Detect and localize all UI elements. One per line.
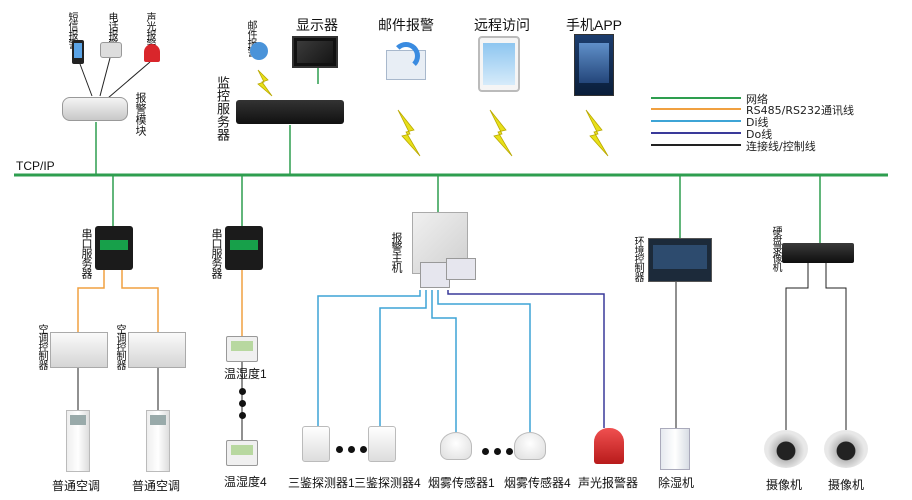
network-label: TCP/IP [16, 159, 55, 173]
ac-controller-2-device [128, 332, 186, 368]
remote-access-label: 远程访问 [474, 17, 530, 33]
camera-1-label: 摄像机 [766, 478, 803, 492]
th-sensor-4-icon [226, 440, 258, 466]
mobile-phone-icon [72, 40, 84, 64]
serial-server-2-label: 串口服务器 [210, 228, 222, 278]
pir-detector-4-label: 三鉴探测器4 [354, 476, 421, 490]
air-conditioner-2-label: 普通空调 [132, 479, 181, 493]
dome-camera-1-icon [764, 430, 808, 468]
ac-controller-1-device [50, 332, 108, 368]
dvr-label: 硬盘录像机 [770, 226, 781, 271]
legend-di-line [651, 120, 741, 122]
alarm-module-label: 报警模块 [134, 92, 146, 136]
air-conditioner-1-label: 普通空调 [52, 479, 101, 493]
siren-alarm-icon [594, 428, 624, 464]
th-sensor-4-label: 温湿度4 [224, 475, 267, 489]
legend-network-label: 网络 [746, 93, 768, 106]
alarm-keypad-icon [446, 258, 476, 280]
smoke-sensor-4-label: 烟雾传感器4 [504, 476, 571, 490]
display-label: 显示器 [296, 17, 338, 33]
ellipsis-dot [348, 446, 355, 453]
legend-control-line [651, 144, 741, 146]
dvr-device [782, 243, 854, 263]
serial-server-2-device [225, 226, 263, 270]
serial-server-1-label: 串口服务器 [80, 228, 92, 278]
tablet-icon [478, 36, 520, 92]
serial-server-1-device [95, 226, 133, 270]
ellipsis-dot [239, 400, 246, 407]
ac-controller-1-label: 空调控制器 [36, 324, 47, 369]
air-conditioner-2-icon [146, 410, 170, 472]
lightning-icon [257, 69, 609, 157]
legend-rs485-label: RS485/RS232通讯线 [746, 104, 854, 117]
siren-icon [144, 44, 160, 62]
ellipsis-dot [336, 446, 343, 453]
pir-detector-1-icon [302, 426, 330, 462]
siren-label: 声光报警器 [578, 476, 639, 490]
legend-do-line [651, 132, 741, 134]
camera-2-label: 摄像机 [828, 478, 865, 492]
ellipsis-dot [482, 448, 489, 455]
email-icon [384, 42, 428, 82]
ellipsis-dot [506, 448, 513, 455]
legend-rs485-line [651, 108, 741, 110]
smoke-sensor-4-icon [514, 432, 546, 460]
sms-alarm-label: 短信报警 [66, 12, 77, 48]
air-conditioner-1-icon [66, 410, 90, 472]
telephone-icon [100, 42, 122, 58]
dome-camera-2-icon [824, 430, 868, 468]
legend-do-label: Do线 [746, 128, 773, 141]
alarm-module-device [62, 97, 128, 121]
ac-controller-2-label: 空调控制器 [114, 324, 125, 369]
legend-di-label: Di线 [746, 116, 769, 129]
pir-detector-4-icon [368, 426, 396, 462]
server-mail-alarm-label: 邮件报警 [245, 20, 256, 56]
display-monitor-icon [292, 36, 338, 68]
ellipsis-dot [360, 446, 367, 453]
pir-detector-1-label: 三鉴探测器1 [288, 476, 355, 490]
ellipsis-dot [239, 412, 246, 419]
legend-network-line [651, 97, 741, 99]
ellipsis-dot [494, 448, 501, 455]
legend-control-label: 连接线/控制线 [746, 140, 816, 153]
mobile-app-label: 手机APP [566, 17, 623, 33]
alarm-host-label: 报警主机 [390, 232, 402, 272]
th-sensor-1-label: 温湿度1 [224, 367, 267, 381]
email-alarm-label: 邮件报警 [378, 17, 434, 33]
smoke-sensor-1-label: 烟雾传感器1 [428, 476, 495, 490]
phone-alarm-label: 电话报警 [106, 12, 117, 48]
monitor-server-device [236, 100, 344, 124]
env-controller-label: 环境控制器 [632, 236, 643, 281]
ellipsis-dot [239, 388, 246, 395]
dehumidifier-icon [660, 428, 690, 470]
mail-sync-icon [250, 42, 268, 60]
monitor-server-label: 监控服务器 [215, 76, 230, 141]
smoke-sensor-1-icon [440, 432, 472, 460]
dehumidifier-label: 除湿机 [658, 476, 695, 490]
th-sensor-1-icon [226, 336, 258, 362]
sound-light-alarm-label: 声光报警 [144, 12, 155, 48]
mobile-app-icon [574, 34, 614, 96]
env-controller-device [648, 238, 712, 282]
